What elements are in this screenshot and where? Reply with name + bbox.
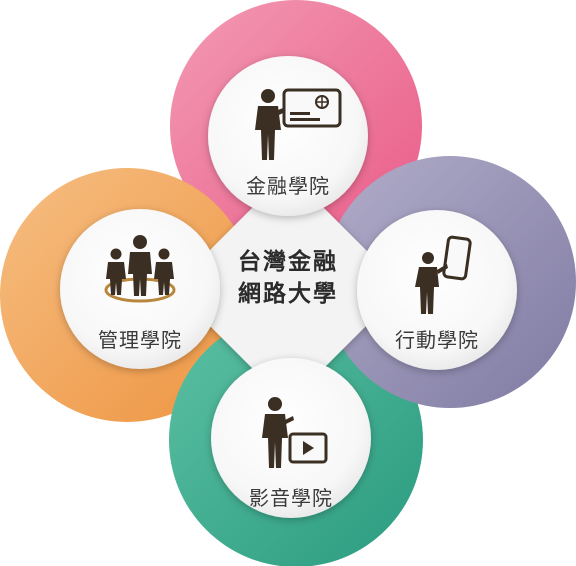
- card-presenter-icon: [255, 88, 342, 160]
- video-presenter-icon: [262, 397, 328, 468]
- center-diamond: [178, 178, 398, 398]
- mobile-college-label[interactable]: 行動學院: [395, 328, 479, 352]
- management-college-label[interactable]: 管理學院: [98, 328, 182, 352]
- mobile-circle[interactable]: [357, 210, 517, 370]
- center-title-line1: 台灣金融: [238, 248, 338, 275]
- finance-college-label[interactable]: 金融學院: [246, 174, 330, 198]
- video-college-label[interactable]: 影音學院: [249, 486, 333, 510]
- management-circle[interactable]: [60, 209, 220, 369]
- center-title-line2: 網路大學: [238, 280, 338, 307]
- smartphone-presenter-icon: [415, 235, 472, 314]
- team-icon: [104, 235, 176, 303]
- center-title: 台灣金融 網路大學: [218, 246, 358, 310]
